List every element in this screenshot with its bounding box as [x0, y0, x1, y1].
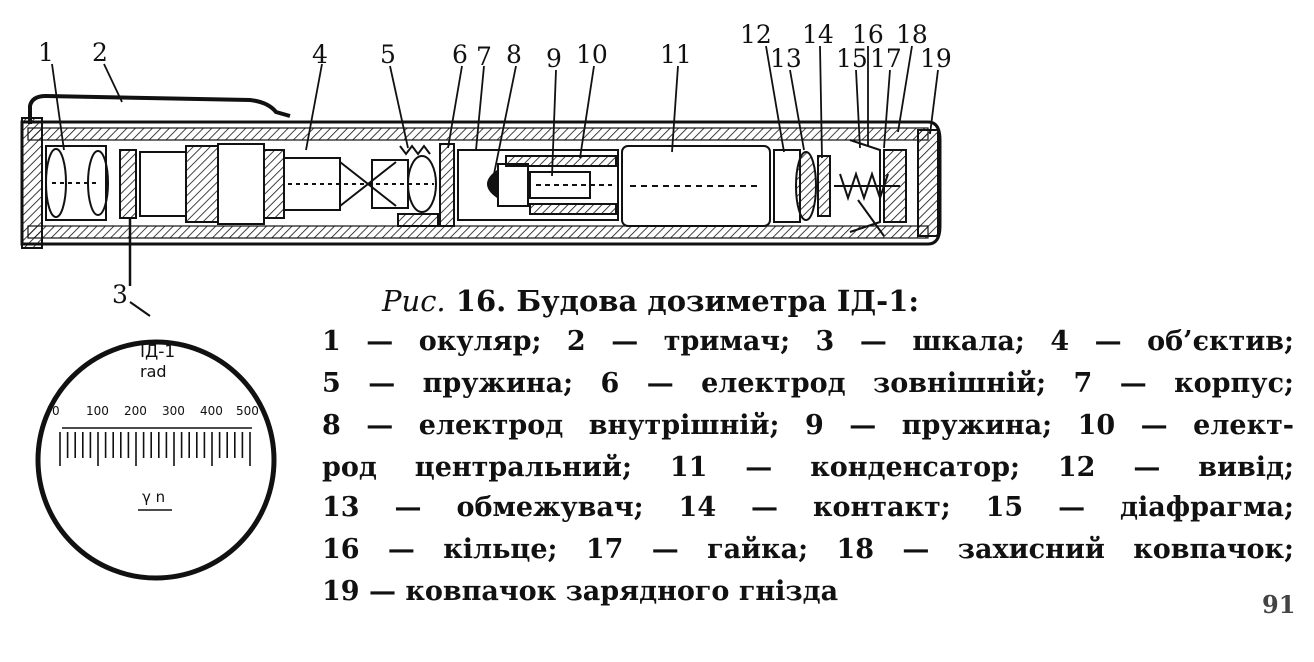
scale-tick-500: 500: [236, 404, 259, 418]
scale-tick-400: 400: [200, 404, 223, 418]
page-number: 91: [1262, 590, 1296, 619]
label-9: 9: [546, 44, 562, 73]
label-13: 13: [770, 44, 802, 73]
caption-line-5: 13 — обмежувач; 14 — контакт; 15 — діафр…: [322, 492, 1294, 523]
scale-tick-0: 0: [52, 404, 60, 418]
label-16: 16: [852, 20, 884, 49]
outer-electrode: [439, 143, 619, 227]
label-12: 12: [740, 20, 772, 49]
label-7: 7: [476, 42, 492, 71]
label-11: 11: [660, 40, 692, 69]
optical-tube: [139, 143, 285, 225]
caption-title: Рис. 16. Будова дозиметра ІД-1:: [382, 284, 919, 318]
label-14: 14: [802, 20, 834, 49]
caption-line-6: 16 — кільце; 17 — гайка; 18 — захисний к…: [322, 534, 1294, 565]
caption-line-4: род центральний; 11 — конденсатор; 12 — …: [322, 452, 1294, 483]
eyepiece: [45, 145, 109, 221]
label-17: 17: [870, 44, 902, 73]
central-electrode: [505, 155, 617, 215]
leader-lines: [51, 45, 939, 177]
scale-title: ІД-1: [140, 342, 176, 362]
caption-line-2: 5 — пружина; 6 — електрод зовнішній; 7 —…: [322, 368, 1294, 399]
scale-view: [35, 301, 277, 581]
label-6: 6: [452, 40, 468, 69]
label-3: 3: [112, 280, 128, 309]
label-5: 5: [380, 40, 396, 69]
caption-line-1: 1 — окуляр; 2 — тримач; 3 — шкала; 4 — о…: [322, 326, 1294, 357]
label-4: 4: [312, 40, 328, 69]
scale-tick-300: 300: [162, 404, 185, 418]
charging-socket: [834, 139, 907, 237]
caption-fig-prefix: Рис.: [382, 284, 446, 318]
label-8: 8: [506, 40, 522, 69]
scale-unit: rad: [140, 362, 167, 381]
caption-line-3: 8 — електрод внутрішній; 9 — пружина; 10…: [322, 410, 1294, 441]
label-2: 2: [92, 38, 108, 67]
spring-5: [397, 144, 439, 227]
label-1: 1: [38, 38, 54, 67]
caption-title-text: 16. Будова дозиметра ІД-1:: [455, 284, 920, 318]
objective: [283, 155, 437, 213]
caption-line-7: 19 — ковпачок зарядного гнізда: [322, 576, 839, 607]
label-18: 18: [896, 20, 928, 49]
clip-holder: [28, 93, 291, 124]
label-10: 10: [576, 40, 608, 69]
capacitor: [621, 145, 771, 227]
scale-bottom-mark: γ n: [142, 488, 166, 506]
label-19: 19: [920, 44, 952, 73]
contact-assembly: [773, 149, 831, 223]
label-15: 15: [836, 44, 868, 73]
scale-tick-100: 100: [86, 404, 109, 418]
scale-plate: [119, 149, 137, 286]
scale-tick-200: 200: [124, 404, 147, 418]
scale-ticks: [59, 432, 251, 466]
